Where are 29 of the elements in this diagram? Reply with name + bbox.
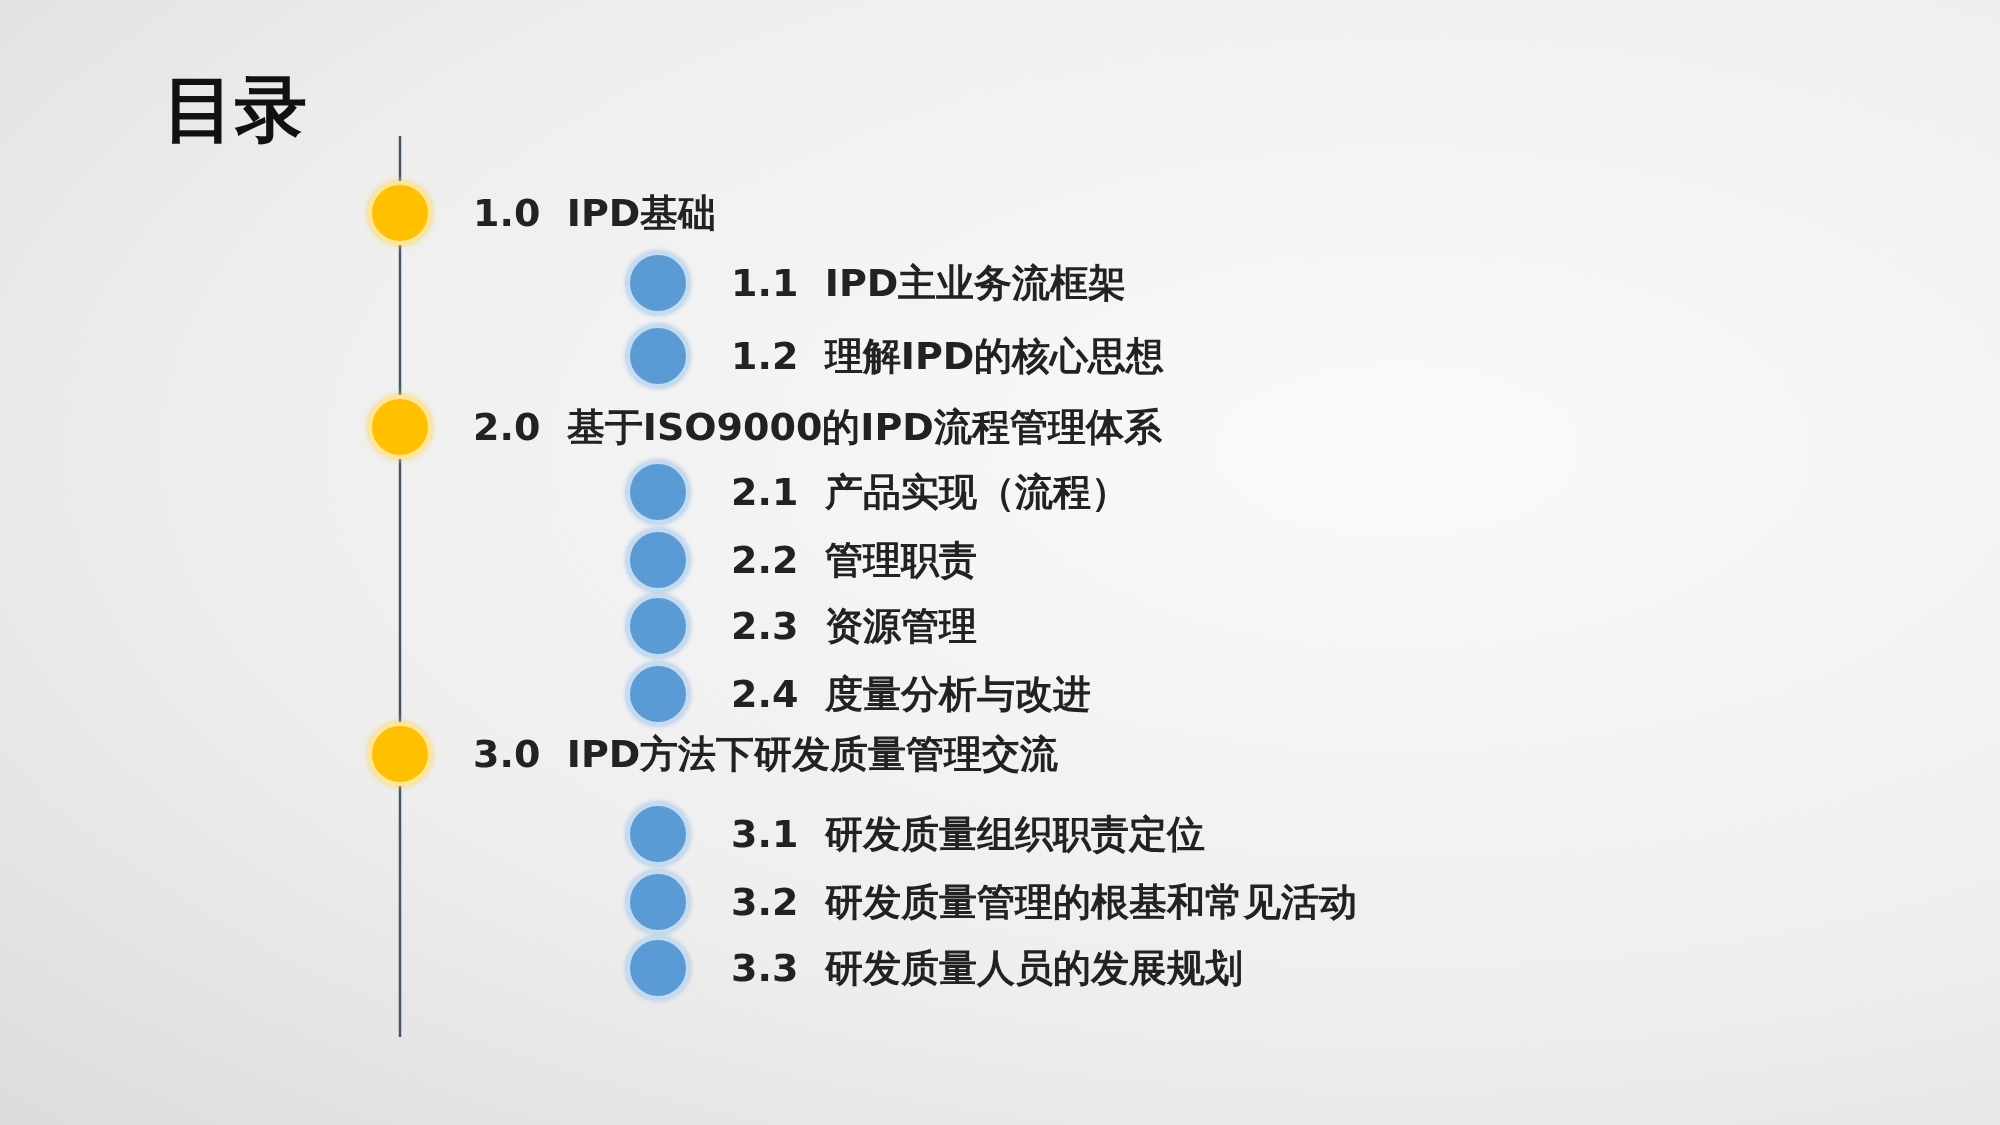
timeline-line bbox=[398, 136, 402, 181]
timeline-dot bbox=[626, 460, 690, 524]
subsection-text: 3.2 研发质量管理的根基和常见活动 bbox=[731, 878, 1357, 926]
timeline-line bbox=[398, 245, 402, 395]
timeline-dot bbox=[626, 594, 690, 658]
section-heading: 3.0 IPD方法下研发质量管理交流 bbox=[473, 730, 1059, 778]
timeline-dot bbox=[626, 936, 690, 1000]
timeline-dot bbox=[368, 181, 432, 245]
subsection-text: 3.1 研发质量组织职责定位 bbox=[731, 810, 1205, 858]
section-heading: 2.0 基于ISO9000的IPD流程管理体系 bbox=[473, 403, 1162, 451]
timeline-dot bbox=[368, 395, 432, 459]
section-heading: 1.0 IPD基础 bbox=[473, 189, 717, 237]
title: 目录 bbox=[163, 66, 307, 153]
subsection-text: 2.4 度量分析与改进 bbox=[731, 670, 1091, 718]
timeline-line bbox=[398, 786, 402, 1037]
timeline-dot bbox=[626, 802, 690, 866]
subsection-text: 3.3 研发质量人员的发展规划 bbox=[731, 944, 1243, 992]
timeline-dot bbox=[626, 870, 690, 934]
timeline-line bbox=[398, 459, 402, 722]
subsection-text: 2.3 资源管理 bbox=[731, 602, 977, 650]
timeline-dot bbox=[368, 722, 432, 786]
timeline-dot bbox=[626, 251, 690, 315]
subsection-text: 1.2 理解IPD的核心思想 bbox=[731, 332, 1165, 380]
timeline-dot bbox=[626, 324, 690, 388]
subsection-text: 1.1 IPD主业务流框架 bbox=[731, 259, 1127, 307]
timeline-dot bbox=[626, 528, 690, 592]
subsection-text: 2.2 管理职责 bbox=[731, 536, 977, 584]
timeline-dot bbox=[626, 662, 690, 726]
subsection-text: 2.1 产品实现（流程） bbox=[731, 468, 1129, 516]
